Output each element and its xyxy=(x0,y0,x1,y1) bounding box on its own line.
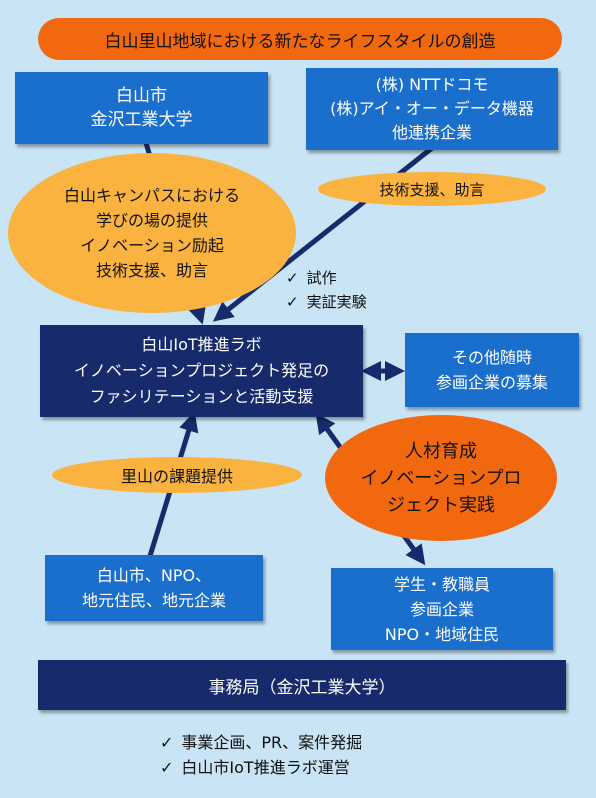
check-label: 事業企画、PR、案件発掘 xyxy=(181,733,363,752)
box-line: イノベーションプロジェクト発足の xyxy=(73,361,330,380)
box-line: 白山IoT推進ラボ xyxy=(141,335,262,354)
check-item: ✓ 試作 xyxy=(286,266,367,290)
check-icon: ✓ xyxy=(160,733,174,752)
box-line: 参画企業 xyxy=(409,599,474,619)
box-participants: 学生・教職員 参画企業 NPO・地域住民 xyxy=(331,568,553,650)
title-banner: 白山里山地域における新たなライフスタイルの創造 xyxy=(38,18,562,60)
ellipse-campus-support: 白山キャンパスにおける 学びの場の提供 イノベーション励起 技術支援、助言 xyxy=(8,153,296,313)
box-line: 参画企業の募集 xyxy=(435,373,548,392)
ellipse-satoyama-issues: 里山の課題提供 xyxy=(52,457,302,493)
box-line: その他随時 xyxy=(451,348,532,367)
box-line: 他連携企業 xyxy=(391,123,472,142)
check-label: 白山市IoT推進ラボ運営 xyxy=(181,758,350,777)
box-local-partners: 白山市、NPO、 地元住民、地元企業 xyxy=(45,555,263,621)
title-text: 白山里山地域における新たなライフスタイルの創造 xyxy=(104,31,496,52)
check-icon: ✓ xyxy=(160,758,174,777)
ellipse-line: 技術支援、助言 xyxy=(379,180,485,199)
box-line: 事務局（金沢工業大学） xyxy=(208,677,396,698)
box-secretariat: 事務局（金沢工業大学） xyxy=(38,660,566,710)
box-line: 地元住民、地元企業 xyxy=(81,591,226,610)
box-line: (株)アイ・オー・データ機器 xyxy=(330,99,534,118)
ellipse-line: 人材育成 xyxy=(405,440,477,462)
box-ntt-partners: (株) NTTドコモ (株)アイ・オー・データ機器 他連携企業 xyxy=(306,68,558,150)
check-item: ✓ 実証実験 xyxy=(286,290,367,314)
ellipse-line: 技術支援、助言 xyxy=(95,261,208,280)
check-label: 試作 xyxy=(306,269,337,287)
box-line: (株) NTTドコモ xyxy=(375,75,489,94)
ellipse-line: 白山キャンパスにおける xyxy=(63,186,240,205)
ellipse-line: 里山の課題提供 xyxy=(120,467,233,486)
ellipse-line: ジェクト実践 xyxy=(387,494,495,516)
box-center-lab: 白山IoT推進ラボ イノベーションプロジェクト発足の ファシリテーションと活動支… xyxy=(40,325,363,417)
check-item: ✓ 白山市IoT推進ラボ運営 xyxy=(160,755,362,780)
ellipse-line: イノベーション励起 xyxy=(80,236,224,255)
ellipse-talent: 人材育成 イノベーションプロ ジェクト実践 xyxy=(325,415,557,541)
box-hakusan-city-kit: 白山市 金沢工業大学 xyxy=(15,72,268,144)
checklist-bottom: ✓ 事業企画、PR、案件発掘 ✓ 白山市IoT推進ラボ運営 xyxy=(160,730,362,780)
check-icon: ✓ xyxy=(286,293,299,311)
ellipse-line: イノベーションプロ xyxy=(360,467,522,489)
ellipse-tech-support: 技術支援、助言 xyxy=(318,172,546,206)
box-other-partners: その他随時 参画企業の募集 xyxy=(405,333,579,407)
check-item: ✓ 事業企画、PR、案件発掘 xyxy=(160,730,362,755)
box-line: 金沢工業大学 xyxy=(90,110,193,130)
checklist-mid: ✓ 試作 ✓ 実証実験 xyxy=(286,266,367,314)
box-line: NPO・地域住民 xyxy=(384,624,500,644)
ellipse-line: 学びの場の提供 xyxy=(95,211,208,230)
box-line: 学生・教職員 xyxy=(393,574,490,594)
check-label: 実証実験 xyxy=(306,293,367,311)
check-icon: ✓ xyxy=(286,269,299,287)
box-line: 白山市 xyxy=(116,86,167,106)
box-line: 白山市、NPO、 xyxy=(96,566,212,585)
box-line: ファシリテーションと活動支援 xyxy=(89,387,314,406)
